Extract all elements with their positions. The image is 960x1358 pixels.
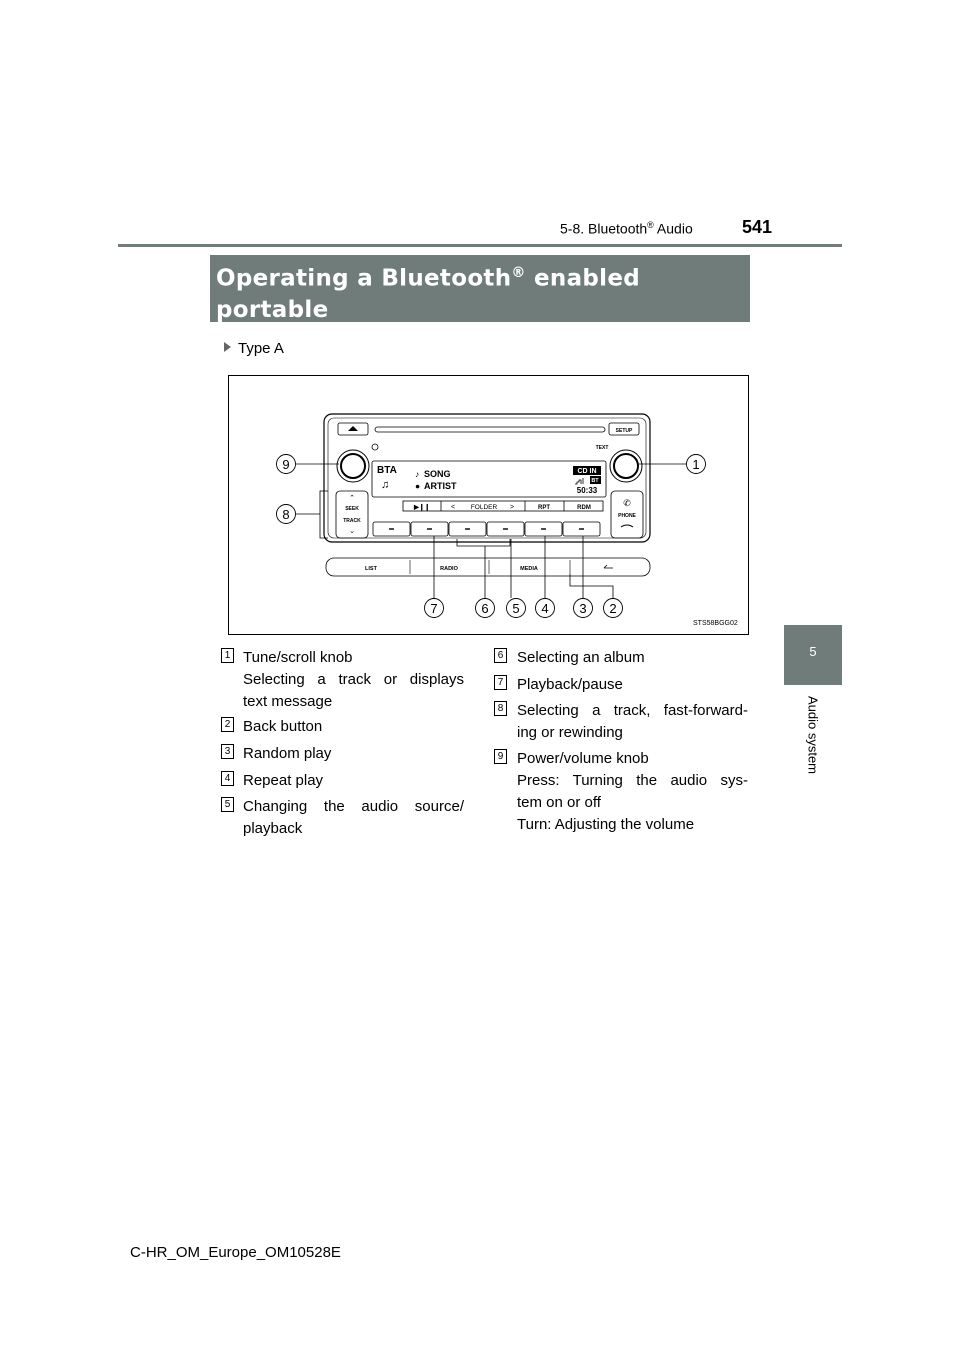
callout-9: 9: [282, 457, 289, 472]
svg-text:CD IN: CD IN: [577, 468, 596, 475]
chapter-tab: [784, 625, 842, 685]
legend-item-1: Tune/scroll knob Selecting a track or di…: [243, 649, 464, 710]
svg-text:SEEK: SEEK: [345, 506, 359, 512]
audio-panel-figure: SETUP TEXT BTA ♫ ♪ SONG ● ARTIST CD IN B…: [228, 375, 749, 635]
page-title: Operating a Bluetooth® enabled portable …: [216, 265, 641, 354]
figure-code: STS58BGG02: [693, 620, 738, 627]
legend-number: 5: [221, 797, 234, 812]
legend-item-8: Selecting a track, fast-forward- ing or …: [517, 702, 748, 741]
callout-5: 5: [512, 601, 519, 616]
svg-text:PHONE: PHONE: [618, 513, 636, 519]
callout-6: 6: [481, 601, 488, 616]
chapter-number: 5: [809, 644, 817, 659]
legend-item-7: Playback/pause: [517, 676, 623, 693]
svg-text:✆: ✆: [623, 498, 631, 508]
svg-text:⌄: ⌄: [349, 528, 355, 535]
svg-text:SETUP: SETUP: [616, 428, 633, 434]
svg-text:ARTIST: ARTIST: [424, 481, 457, 491]
legend-number: 7: [494, 675, 507, 690]
svg-text:SONG: SONG: [424, 469, 451, 479]
callout-4: 4: [541, 601, 548, 616]
legend-item-2: Back button: [243, 718, 323, 735]
legend-item-5: Changing the audio source/ playback: [243, 798, 464, 837]
svg-text:<: <: [451, 504, 455, 511]
svg-text:LIST: LIST: [365, 566, 378, 572]
svg-text:RDM: RDM: [577, 505, 591, 511]
svg-text:MEDIA: MEDIA: [520, 566, 538, 572]
svg-text:50:33: 50:33: [577, 486, 598, 495]
title-box: [210, 255, 750, 322]
callout-3: 3: [579, 601, 586, 616]
legend-item-4: Repeat play: [243, 772, 324, 789]
svg-text:●: ●: [415, 481, 420, 491]
svg-text:RPT: RPT: [538, 505, 550, 511]
legend-item-9: Power/volume knob Press: Turning the aud…: [517, 750, 748, 833]
svg-text:♫: ♫: [381, 479, 389, 491]
callout-2: 2: [609, 601, 616, 616]
legend-item-6: Selecting an album: [517, 649, 645, 666]
svg-text:BT: BT: [591, 478, 599, 484]
svg-text:TRACK: TRACK: [343, 518, 361, 524]
legend-number: 3: [221, 744, 234, 759]
page-number: 541: [742, 217, 773, 237]
arrow-icon: [224, 342, 231, 352]
callout-8: 8: [282, 507, 289, 522]
svg-text:⌃: ⌃: [349, 494, 355, 502]
legend-item-3: Random play: [243, 745, 332, 762]
callout-1: 1: [692, 457, 699, 472]
legend-number: 4: [221, 771, 234, 786]
legend-number: 6: [494, 648, 507, 663]
legend-number: 2: [221, 717, 234, 732]
document-footer: C-HR_OM_Europe_OM10528E: [130, 1244, 341, 1261]
svg-text:♪: ♪: [415, 469, 419, 479]
type-label: Type A: [224, 340, 284, 357]
callout-7: 7: [430, 601, 437, 616]
svg-text:FOLDER: FOLDER: [471, 504, 498, 511]
legend-number: 9: [494, 749, 507, 764]
svg-text:TEXT: TEXT: [596, 445, 609, 451]
svg-text:▶❙❙: ▶❙❙: [413, 503, 430, 511]
chapter-label: Audio system: [805, 695, 821, 775]
header-rule: [118, 244, 842, 247]
svg-text:>: >: [510, 504, 514, 511]
legend-number: 1: [221, 648, 234, 663]
svg-text:RADIO: RADIO: [440, 566, 458, 572]
svg-text:BTA: BTA: [377, 465, 397, 476]
legend-number: 8: [494, 701, 507, 716]
audio-panel-illustration: SETUP TEXT BTA ♫ ♪ SONG ● ARTIST CD IN B…: [276, 413, 706, 618]
section-title: 5-8. Bluetooth® Audio: [560, 220, 693, 237]
